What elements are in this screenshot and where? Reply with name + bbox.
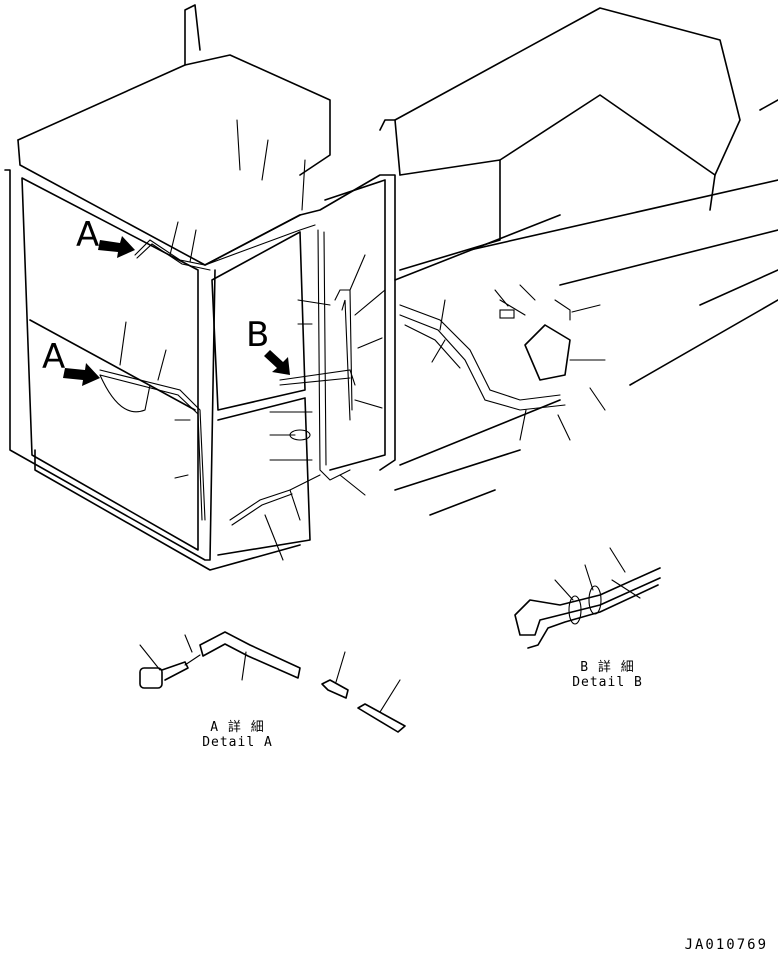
detail-b-caption-en: Detail B [572, 675, 643, 690]
detail-a-caption: A 詳 細 Detail A [190, 720, 285, 750]
view-b-callout: B [246, 315, 270, 355]
document-id: JA010769 [684, 937, 768, 953]
harness-routing [99, 224, 571, 526]
cab-outline [4, 4, 778, 571]
detail-b-caption: B 詳 細 Detail B [560, 660, 655, 690]
leader-lines [119, 119, 606, 561]
view-a-lower-callout: A [42, 337, 66, 377]
detail-b-caption-jp: B 詳 細 [580, 660, 635, 675]
callout-arrows [63, 236, 290, 386]
view-a-upper-callout: A [76, 215, 100, 255]
detail-a-drawing [139, 631, 406, 733]
detail-a-caption-jp: A 詳 細 [210, 720, 265, 735]
detail-a-caption-en: Detail A [202, 735, 273, 750]
detail-b-drawing [514, 547, 661, 649]
